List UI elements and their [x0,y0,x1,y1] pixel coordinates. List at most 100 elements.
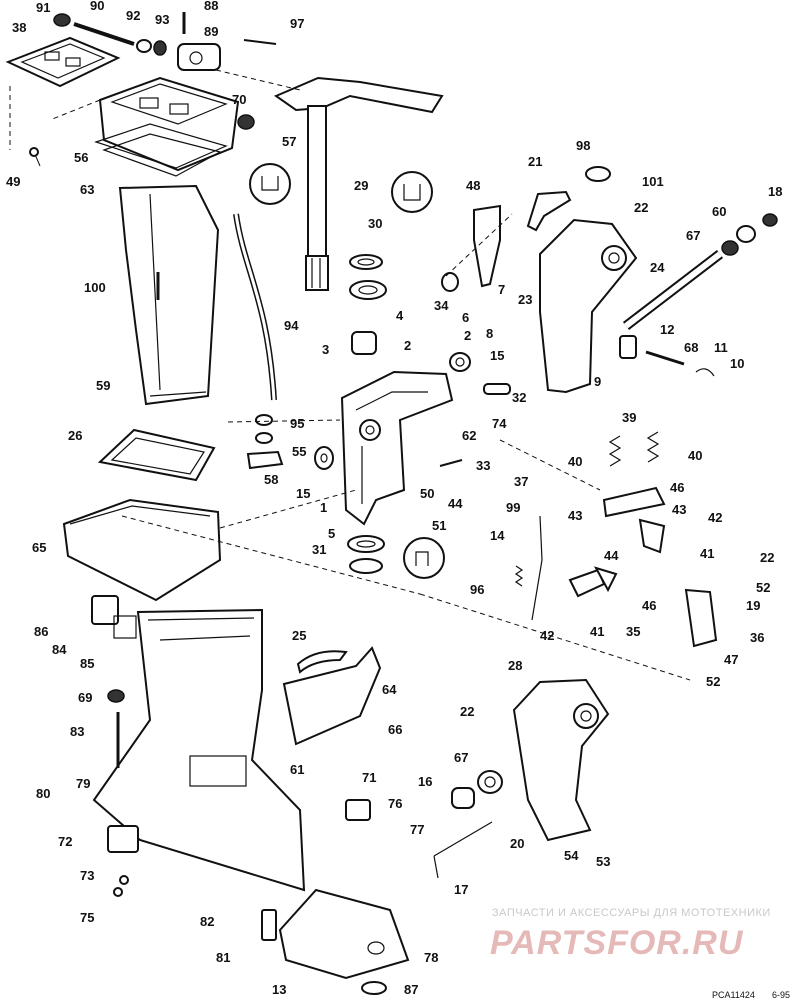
callouts: 91 90 92 93 88 89 97 38 70 57 56 63 49 2… [6,0,782,997]
callout-31: 31 [312,542,326,557]
steering-arm-29 [273,76,444,291]
bracket-55 [246,450,284,470]
swivel-bracket-1 [340,370,454,526]
callout-44b: 44 [604,548,619,563]
callout-59: 59 [96,378,110,393]
callout-24: 24 [650,260,665,275]
callout-22b: 22 [760,550,774,565]
callout-3: 3 [322,342,329,357]
callout-40b: 40 [688,448,702,463]
callout-97: 97 [290,16,304,31]
washer-60 [736,225,756,243]
callout-43a: 43 [568,508,582,523]
callout-41b: 41 [590,624,604,639]
nut-67b [477,770,503,794]
exhaust-tube-59 [118,184,220,406]
callout-92: 92 [126,8,140,23]
callout-symbol-a [249,163,291,205]
callout-4: 4 [396,308,404,323]
spacer-16 [451,787,475,809]
callout-49: 49 [6,174,20,189]
callout-64: 64 [382,682,397,697]
callout-2a: 2 [404,338,411,353]
callout-35: 35 [626,624,640,639]
lock-lever-44 [568,566,618,598]
callout-88: 88 [204,0,218,13]
plate-12 [619,335,637,359]
callout-37: 37 [514,474,528,489]
callout-7: 7 [498,282,505,297]
callout-70: 70 [232,92,246,107]
callout-82: 82 [200,914,214,929]
cover-84 [91,595,119,625]
callout-42b: 42 [540,628,554,643]
callout-22c: 22 [460,704,474,719]
grommet-93 [153,40,167,56]
callout-96: 96 [470,582,484,597]
callout-54: 54 [564,848,579,863]
fitting-89 [177,43,221,71]
callout-8: 8 [486,326,493,341]
callout-73: 73 [80,868,94,883]
callout-56: 56 [74,150,88,165]
callout-52b: 52 [706,674,720,689]
callout-51: 51 [432,518,446,533]
tilt-tube-24 [622,250,724,330]
callout-15b: 15 [296,486,310,501]
callout-42a: 42 [708,510,722,525]
callout-29: 29 [354,178,368,193]
callout-68: 68 [684,340,698,355]
figure-date: 6-95 [772,990,790,1000]
callout-65: 65 [32,540,46,555]
callout-28: 28 [508,658,522,673]
bolt-90 [73,22,135,46]
callout-98: 98 [576,138,590,153]
alignment-lines [9,69,691,681]
callout-47: 47 [724,652,738,667]
plate-25 [296,650,348,674]
lever-21 [526,190,572,232]
callout-19: 19 [746,598,760,613]
callout-2b: 2 [464,328,471,343]
bushing-3 [351,331,377,355]
callout-17: 17 [454,882,468,897]
callout-39: 39 [622,410,636,425]
watermark: ЗАПЧАСТИ И АКСЕССУАРЫ ДЛЯ МОТОТЕХНИКИ PA… [490,907,771,962]
callout-44a: 44 [448,496,463,511]
bushing-31 [349,558,383,574]
callout-50: 50 [420,486,434,501]
callout-25: 25 [292,628,306,643]
callout-6: 6 [462,310,469,325]
pan-65 [62,498,222,602]
callout-38: 38 [12,20,26,35]
callout-55: 55 [292,444,306,459]
callout-46a: 46 [670,480,684,495]
callout-10: 10 [730,356,744,371]
callout-81: 81 [216,950,230,965]
driveshaft-housing [92,608,306,892]
callout-57: 57 [282,134,296,149]
washer-98 [585,166,611,182]
footer: PCA11424 6-95 [712,990,790,1000]
callout-60: 60 [712,204,726,219]
callout-12: 12 [660,322,674,337]
callout-67: 67 [686,228,700,243]
tilt-lever-48 [473,204,501,288]
callout-52a: 52 [756,580,770,595]
screw-49 [29,147,41,167]
washer-92 [136,39,152,53]
callout-83: 83 [70,724,84,739]
figure-code: PCA11424 [712,990,755,1000]
callout-1: 1 [320,500,327,515]
pin-32 [483,383,511,395]
callout-87: 87 [404,982,418,997]
bolt-68 [645,350,685,366]
callout-34: 34 [434,298,449,313]
callout-76: 76 [388,796,402,811]
screws-73-75 [113,875,129,897]
callout-symbol-c [403,537,445,579]
seal-5 [347,535,385,553]
watermark-tagline: ЗАПЧАСТИ И АКСЕССУАРЫ ДЛЯ МОТОТЕХНИКИ [492,907,771,919]
callout-75: 75 [80,910,94,925]
